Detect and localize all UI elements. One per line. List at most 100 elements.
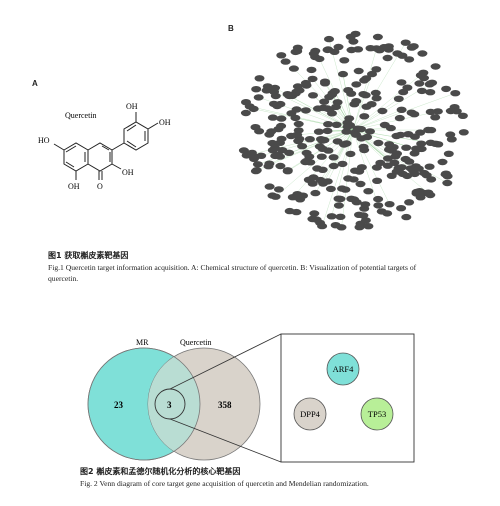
network-node	[361, 75, 372, 82]
network-node	[323, 121, 334, 128]
network-node	[346, 46, 357, 54]
network-node	[290, 48, 301, 56]
network-node	[342, 123, 353, 130]
network-node	[284, 207, 295, 215]
network-node	[308, 50, 319, 57]
network-node	[451, 108, 462, 115]
network-edge	[292, 129, 354, 198]
gene-node-tp53	[360, 397, 394, 431]
network-node	[323, 147, 334, 154]
network-node	[379, 121, 390, 129]
figure1-caption-cn: 图1 获取槲皮素靶基因	[48, 251, 129, 260]
network-node	[443, 150, 454, 157]
network-node	[276, 122, 287, 130]
network-node	[365, 128, 375, 135]
network-node	[309, 210, 320, 217]
network-node	[266, 128, 277, 135]
connector-line	[169, 418, 282, 463]
venn-intersection	[148, 348, 200, 460]
network-node	[424, 163, 435, 170]
network-edge	[352, 48, 377, 131]
network-node	[251, 86, 262, 93]
network-edge	[327, 129, 354, 182]
network-node	[395, 131, 406, 139]
network-node	[282, 91, 293, 98]
venn-label-mr: MR	[136, 338, 149, 347]
molecule-name: Quercetin	[65, 111, 97, 120]
network-node	[337, 160, 348, 168]
network-node	[291, 106, 302, 113]
network-node	[270, 152, 281, 160]
network-node	[403, 131, 414, 138]
network-edge	[352, 98, 399, 131]
network-edge	[352, 74, 373, 131]
network-node	[275, 139, 285, 146]
network-node	[425, 89, 436, 96]
gene-node-arf4	[326, 352, 360, 386]
network-node	[308, 92, 318, 99]
network-node	[457, 112, 468, 120]
network-node	[423, 126, 434, 134]
network-node	[358, 143, 369, 151]
network-node	[282, 167, 293, 174]
network-node	[400, 39, 411, 46]
network-node	[372, 33, 383, 41]
network-node	[382, 210, 393, 217]
network-node	[425, 108, 436, 116]
network-node	[397, 52, 408, 59]
network-node	[333, 43, 344, 51]
network-node	[393, 95, 404, 103]
figure1-caption-en: Fig.1 Quercetin target information acqui…	[48, 262, 468, 284]
network-node	[284, 149, 295, 156]
network-node	[307, 75, 318, 83]
network-node	[292, 83, 303, 90]
network-node	[270, 193, 281, 200]
network-node	[319, 98, 330, 105]
network-node	[307, 215, 318, 223]
network-node	[427, 79, 438, 86]
network-node	[345, 33, 356, 40]
network-node	[332, 99, 343, 106]
network-node	[250, 124, 261, 131]
network-node	[356, 164, 367, 171]
ring-b	[123, 121, 149, 151]
network-node	[371, 95, 382, 102]
network-node	[349, 196, 359, 203]
network-node	[314, 143, 325, 150]
network-node	[318, 104, 329, 112]
network-node	[359, 113, 370, 120]
ring-a	[63, 142, 89, 172]
hydroxyl-label: OH	[159, 118, 171, 127]
network-node	[360, 92, 371, 99]
network-node	[320, 78, 330, 85]
network-node	[350, 167, 361, 174]
network-node	[316, 153, 327, 160]
core-gene-box	[280, 333, 415, 463]
network-node	[351, 81, 362, 88]
network-node	[417, 50, 428, 57]
network-node	[441, 170, 451, 177]
connector-line	[169, 333, 282, 390]
network-node	[432, 108, 443, 115]
network-node	[275, 162, 286, 170]
venn-count-intersection: 3	[167, 400, 172, 410]
network-node	[344, 115, 355, 122]
network-node	[401, 213, 412, 221]
network-node	[333, 202, 344, 209]
network-node	[314, 55, 325, 63]
network-node	[365, 45, 376, 52]
venn-count-mr-only: 23	[114, 400, 124, 410]
network-node	[300, 107, 311, 114]
network-node	[415, 194, 426, 201]
network-node	[383, 155, 393, 162]
network-node	[339, 57, 350, 64]
network-node	[276, 52, 287, 59]
network-node	[414, 80, 425, 87]
network-node	[423, 189, 434, 196]
network-node	[256, 152, 267, 159]
network-node	[446, 136, 457, 143]
network-node	[272, 102, 283, 110]
network-node	[348, 176, 359, 183]
network-node	[249, 155, 259, 162]
network-node	[406, 44, 417, 51]
